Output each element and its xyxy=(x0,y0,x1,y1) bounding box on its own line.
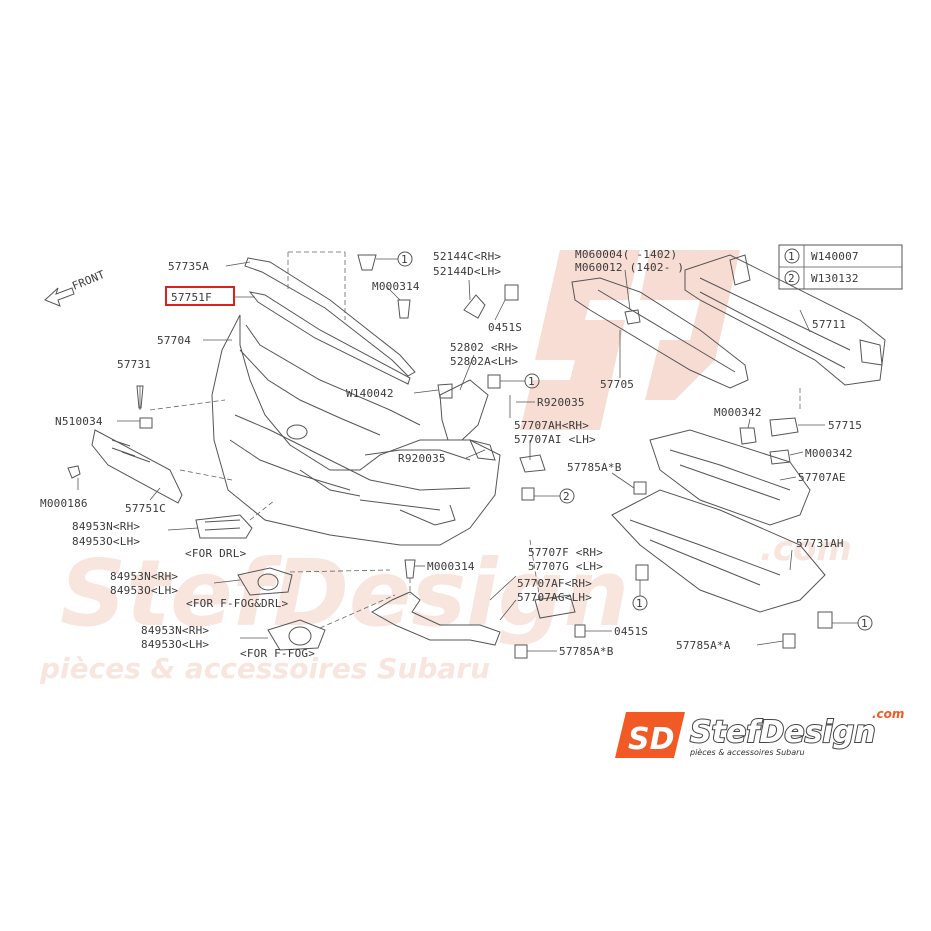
bumper-beam xyxy=(571,254,886,410)
legend: 1 W140007 2 W130132 xyxy=(778,244,903,290)
label-57707G: 57707G <LH> xyxy=(528,560,603,573)
label-57751C: 57751C xyxy=(125,502,166,515)
label-57707F: 57707F <RH> xyxy=(528,546,603,559)
grille-strips xyxy=(244,251,416,385)
logo-mark-text: SD xyxy=(628,722,675,757)
label-M060004: M060004( -1402) xyxy=(575,248,677,261)
label-for-drl: <FOR DRL> xyxy=(185,547,247,560)
label-84953N-1: 84953N<RH> xyxy=(72,520,140,533)
svg-text:1: 1 xyxy=(636,597,643,610)
label-57715: 57715 xyxy=(828,419,862,432)
label-52144C: 52144C<RH> xyxy=(433,250,501,263)
watermark-logo-mark-2 xyxy=(640,250,740,400)
watermark-dotcom: .com xyxy=(760,529,852,569)
watermark-tagline: pièces & accessoires Subaru xyxy=(39,652,490,685)
license-bracket xyxy=(67,385,233,504)
label-0451S-b: 0451S xyxy=(614,625,648,638)
label-for-ffog-drl: <FOR F-FOG&DRL> xyxy=(186,597,289,610)
under-covers xyxy=(611,417,833,649)
label-for-ffog: <FOR F-FOG> xyxy=(240,647,315,660)
legend-num-2: 2 xyxy=(788,272,795,285)
label-57751F: 57751F xyxy=(171,291,212,304)
svg-text:1: 1 xyxy=(861,617,868,630)
label-57785AA: 57785A*A xyxy=(676,639,731,652)
label-0451S-a: 0451S xyxy=(488,321,522,334)
front-arrow: FRONT xyxy=(44,268,107,307)
label-52802: 52802 <RH> xyxy=(450,341,518,354)
label-57707AE: 57707AE xyxy=(798,471,846,484)
part-labels: 57735A 57751F 57704 57731 N510034 M00018… xyxy=(40,248,862,660)
label-57705: 57705 xyxy=(600,378,634,391)
label-84953O-2: 84953O<LH> xyxy=(110,584,178,597)
label-57707AF: 57707AF<RH> xyxy=(517,577,592,590)
side-bracket-52802 xyxy=(357,254,546,501)
svg-text:1: 1 xyxy=(528,375,535,388)
label-84953O-3: 84953O<LH> xyxy=(141,638,209,651)
label-52802A: 52802A<LH> xyxy=(450,355,518,368)
label-57707AG: 57707AG<LH> xyxy=(517,591,592,604)
bumper-cover-57704 xyxy=(211,314,501,546)
logo-tagline: pièces & accessoires Subaru xyxy=(689,747,805,757)
label-M000342-a: M000342 xyxy=(714,406,762,419)
label-57731AH: 57731AH xyxy=(796,537,844,550)
label-57707AH: 57707AH<RH> xyxy=(514,419,589,432)
lower-bracket-57707F xyxy=(371,539,586,659)
legend-code-2: W130132 xyxy=(811,272,859,285)
legend-num-1: 1 xyxy=(788,250,795,263)
label-M000314-a: M000314 xyxy=(372,280,420,293)
label-W140042: W140042 xyxy=(346,387,394,400)
label-57711: 57711 xyxy=(812,318,846,331)
svg-text:1: 1 xyxy=(401,253,408,266)
label-57785AB: 57785A*B xyxy=(567,461,622,474)
label-57707AI: 57707AI <LH> xyxy=(514,433,596,446)
watermark: StefDesign pièces & accessoires Subaru .… xyxy=(39,250,852,685)
label-M000342-b: M000342 xyxy=(805,447,853,460)
label-57735A: 57735A xyxy=(168,260,209,273)
label-R920035-a: R920035 xyxy=(537,396,585,409)
label-84953N-2: 84953N<RH> xyxy=(110,570,178,583)
callouts: 1 1 2 1 1 xyxy=(376,251,873,631)
svg-text:2: 2 xyxy=(563,490,570,503)
label-52144D: 52144D<LH> xyxy=(433,265,501,278)
logo-mark-bg xyxy=(615,712,685,758)
label-57785AB-2: 57785A*B xyxy=(559,645,614,658)
strip-57751F xyxy=(248,291,411,385)
label-57704: 57704 xyxy=(157,334,191,347)
label-M000186: M000186 xyxy=(40,497,88,510)
label-M000314-b: M000314 xyxy=(427,560,475,573)
label-R920035-b: R920035 xyxy=(398,452,446,465)
watermark-logo-mark xyxy=(520,250,640,430)
label-84953N-3: 84953N<RH> xyxy=(141,624,209,637)
watermark-brand: StefDesign xyxy=(60,540,629,647)
label-M060012: M060012 (1402- ) xyxy=(575,261,684,274)
brand-logo: SD StefDesign .com pièces & accessoires … xyxy=(615,707,904,758)
strip-57735A xyxy=(244,257,416,377)
label-84953O-1: 84953O<LH> xyxy=(72,535,140,548)
label-57731: 57731 xyxy=(117,358,151,371)
logo-name: StefDesign xyxy=(690,715,876,750)
highlight-box xyxy=(165,286,235,306)
fog-covers xyxy=(195,499,396,651)
leader-lines xyxy=(77,261,825,652)
legend-code-1: W140007 xyxy=(811,250,859,263)
label-N510034: N510034 xyxy=(55,415,103,428)
front-label: FRONT xyxy=(70,268,107,293)
logo-dotcom: .com xyxy=(872,707,904,721)
